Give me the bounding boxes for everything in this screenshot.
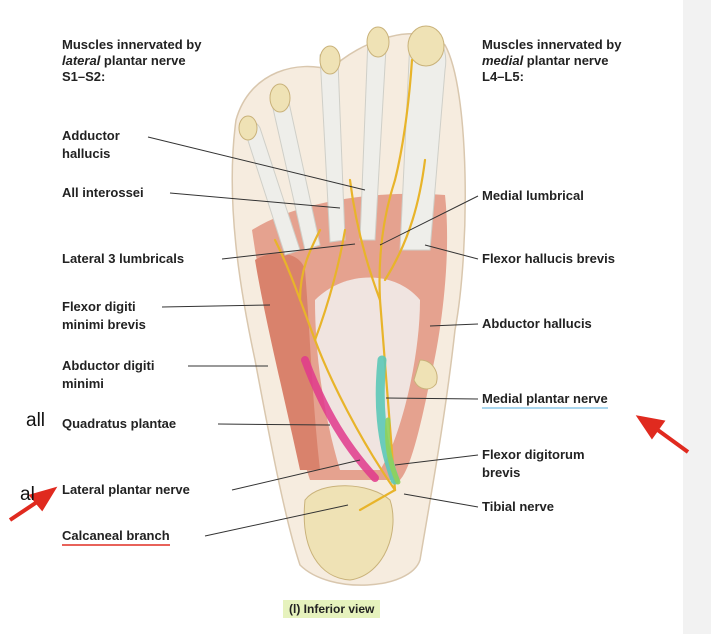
lateral-header-line2: lateral plantar nerve bbox=[62, 53, 201, 69]
label-adductor-hallucis: Adductor hallucis bbox=[62, 128, 120, 161]
label-medial-lumbrical: Medial lumbrical bbox=[482, 188, 584, 203]
label-abductor-digiti-minimi: Abductor digiti minimi bbox=[62, 358, 155, 391]
medial-header-line1: Muscles innervated by bbox=[482, 37, 622, 52]
label-lateral-3-lumbricals: Lateral 3 lumbricals bbox=[62, 251, 185, 266]
label-quadratus-plantae: Quadratus plantae bbox=[62, 416, 177, 431]
label-calcaneal-branch-wrap: Calcaneal branch bbox=[62, 527, 170, 546]
nerves bbox=[273, 58, 427, 512]
toe-bones bbox=[238, 25, 445, 141]
red-arrow-left bbox=[8, 486, 58, 522]
medial-plantar-nerve-highlight-green bbox=[385, 417, 401, 485]
figure-caption: (l) Inferior view bbox=[283, 600, 381, 618]
medial-header: Muscles innervated by medial plantar ner… bbox=[482, 37, 621, 85]
lateral-header-line1: Muscles innervated by bbox=[62, 37, 202, 52]
leader-flexor-digitorum-brevis bbox=[394, 454, 479, 466]
leader-tibial-nerve bbox=[403, 493, 479, 508]
leader-quadratus-plantae bbox=[217, 423, 331, 426]
label-all-interossei: All interossei bbox=[62, 185, 144, 200]
label-abductor-hallucis: Abductor hallucis bbox=[482, 316, 592, 331]
medial-header-line3: L4–L5: bbox=[482, 69, 524, 84]
lateral-emphasis: lateral bbox=[62, 53, 101, 68]
label-flexor-digitorum-brevis: Flexor digitorum brevis bbox=[482, 447, 585, 480]
label-flexor-hallucis-brevis: Flexor hallucis brevis bbox=[482, 251, 615, 266]
plantar-tissue bbox=[315, 277, 420, 470]
leader-medial-lumbrical bbox=[379, 195, 479, 246]
leader-lateral-plantar-nerve bbox=[231, 459, 361, 491]
cutoff-text-al: al bbox=[20, 484, 35, 505]
cutoff-text-all: all bbox=[26, 410, 46, 431]
medial-header-line2-rest: plantar nerve bbox=[523, 53, 609, 68]
red-arrow-right bbox=[635, 415, 690, 454]
leader-flexor-digiti-minimi-brevis bbox=[161, 304, 271, 308]
leader-calcaneal-branch bbox=[204, 504, 349, 537]
leader-lateral-3-lumbricals bbox=[221, 243, 356, 260]
label-calcaneal-branch: Calcaneal branch bbox=[62, 528, 170, 546]
leader-adductor-hallucis bbox=[147, 136, 366, 191]
leader-all-interossei bbox=[169, 192, 341, 209]
label-flexor-digiti-minimi-brevis: Flexor digiti minimi brevis bbox=[62, 299, 146, 332]
lateral-header-line3: S1–S2: bbox=[62, 69, 106, 84]
medial-malleolus bbox=[413, 359, 438, 390]
leader-abductor-hallucis bbox=[429, 323, 479, 327]
lateral-header: Muscles innervated by lateral plantar ne… bbox=[62, 37, 201, 85]
page-scroll-margin bbox=[683, 0, 711, 634]
label-medial-plantar-nerve: Medial plantar nerve bbox=[482, 391, 608, 409]
label-tibial-nerve: Tibial nerve bbox=[482, 499, 555, 514]
medial-header-line2: medial plantar nerve bbox=[482, 53, 621, 69]
lateral-plantar-nerve-highlight bbox=[301, 356, 379, 482]
label-medial-plantar-nerve-wrap: Medial plantar nerve bbox=[482, 390, 608, 409]
leader-flexor-hallucis-brevis bbox=[424, 244, 479, 260]
label-lateral-plantar-nerve: Lateral plantar nerve bbox=[62, 482, 190, 497]
medial-emphasis: medial bbox=[482, 53, 524, 68]
lateral-header-line2-rest: plantar nerve bbox=[100, 53, 186, 68]
leader-medial-plantar-nerve bbox=[385, 397, 479, 400]
tendons bbox=[242, 33, 447, 256]
